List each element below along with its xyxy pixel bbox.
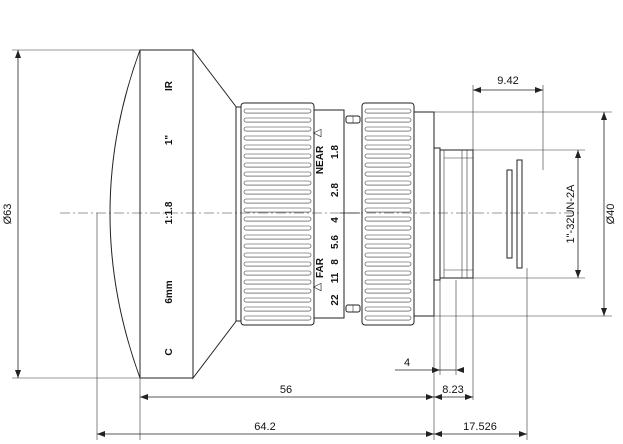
knurl-ridge xyxy=(243,135,312,141)
knurl-ridge xyxy=(364,135,412,141)
far-triangle-icon: △ xyxy=(311,282,323,291)
knurl-ridge xyxy=(243,243,312,249)
rear-element xyxy=(506,169,513,259)
dim-thread-text: 1"-32UN-2A xyxy=(565,184,577,244)
knurl-ridge xyxy=(364,180,412,186)
scale-1-8: 1.8 xyxy=(330,145,341,159)
near-triangle-icon: △ xyxy=(311,128,323,137)
knurl-ridge xyxy=(243,225,312,231)
hood-label-format: 1" xyxy=(164,135,175,146)
knurl-ridge xyxy=(243,126,312,132)
hood-label-mount: C xyxy=(164,348,175,355)
knurl-ridge xyxy=(243,108,312,114)
knurl-ridge xyxy=(364,171,412,177)
knurl-ridge xyxy=(364,261,412,267)
knurl-ridge xyxy=(243,252,312,258)
dim-9-42-text: 9.42 xyxy=(497,75,518,87)
dim-thread: 1"-32UN-2A xyxy=(473,149,585,279)
scale-5-6: 5.6 xyxy=(330,235,341,249)
knurl-ridge xyxy=(364,108,412,114)
dim-9-42: 9.42 xyxy=(472,75,544,170)
knurl-ridge xyxy=(243,279,312,285)
knurl-ridge xyxy=(364,144,412,150)
front-dome xyxy=(109,49,141,379)
lens-body xyxy=(109,48,523,380)
knurl-ridge xyxy=(243,315,312,321)
knurl-ridge xyxy=(243,234,312,240)
knurl-ridge xyxy=(364,306,412,312)
dim-diameter-63: Ø63 xyxy=(2,49,140,379)
scale-11: 11 xyxy=(330,272,341,283)
knurl-ridge xyxy=(243,216,312,222)
far-label: FAR xyxy=(315,257,326,278)
dim-17-526-text: 17.526 xyxy=(463,421,497,433)
dim-40-text: Ø40 xyxy=(605,204,617,225)
knurl-ridge xyxy=(243,207,312,213)
knurl-ridge xyxy=(364,126,412,132)
dim-56-text: 56 xyxy=(280,384,292,396)
knurl-ridge xyxy=(364,288,412,294)
dim-diameter-40: Ø40 xyxy=(434,111,617,317)
dim-63-text: Ø63 xyxy=(2,204,14,225)
hood-taper xyxy=(192,48,238,380)
rear-element xyxy=(516,159,523,269)
knurl-ridge xyxy=(364,162,412,168)
c-mount-thread xyxy=(439,149,474,279)
knurl-ridge xyxy=(364,243,412,249)
knurl-ridge xyxy=(243,153,312,159)
knurl-ridge xyxy=(243,306,312,312)
knurl-ridge xyxy=(364,270,412,276)
knurl-ridge xyxy=(243,117,312,123)
collar-ring-front xyxy=(235,106,242,322)
dim-4-text: 4 xyxy=(404,357,410,369)
dim-8-23: 8.23 xyxy=(434,278,474,400)
knurl-ridge xyxy=(243,162,312,168)
knurl-ridge xyxy=(364,252,412,258)
knurl-ridge xyxy=(243,288,312,294)
scale-4: 4 xyxy=(330,217,341,223)
knurl-ridge xyxy=(243,189,312,195)
knurl-ridge xyxy=(364,297,412,303)
knurl-ridge xyxy=(243,180,312,186)
mount-step xyxy=(433,147,441,281)
dim-64-2-text: 64.2 xyxy=(254,421,275,433)
lens-hood xyxy=(139,49,194,379)
hood-label-focal: 6mm xyxy=(164,280,175,303)
knurl-ridge xyxy=(364,189,412,195)
hood-label-ir: IR xyxy=(164,80,175,91)
knurl-ridge xyxy=(364,153,412,159)
focus-scale-ring xyxy=(313,109,345,319)
dim-8-23-text: 8.23 xyxy=(442,384,463,396)
knurl-ridge xyxy=(364,198,412,204)
focus-ring-knurl xyxy=(364,108,412,321)
focus-scale-labels: NEAR △ 1.8 2.8 4 5.6 8 11 22 FAR △ xyxy=(311,128,360,306)
scale-2-8: 2.8 xyxy=(330,183,341,197)
near-label: NEAR xyxy=(315,145,326,174)
scale-22: 22 xyxy=(330,294,341,306)
knurl-ridge xyxy=(364,216,412,222)
dim-17-526: 17.526 xyxy=(434,268,528,440)
knurl-ridge xyxy=(364,225,412,231)
knurl-ridge xyxy=(364,279,412,285)
knurl-ridge xyxy=(243,270,312,276)
knurl-ridge xyxy=(243,171,312,177)
knurl-ridge xyxy=(364,207,412,213)
dim-56: 56 xyxy=(139,316,435,440)
aperture-ring-knurl xyxy=(243,108,312,321)
knurl-ridge xyxy=(243,144,312,150)
knurl-ridge xyxy=(364,117,412,123)
rear-body xyxy=(413,111,435,317)
knurl-ridge xyxy=(364,234,412,240)
knurl-ridge xyxy=(243,297,312,303)
scale-8: 8 xyxy=(330,259,341,265)
dim-64-2: 64.2 xyxy=(96,213,434,440)
knurl-ridge xyxy=(243,261,312,267)
knurl-ridge xyxy=(364,315,412,321)
knurl-ridge xyxy=(243,198,312,204)
